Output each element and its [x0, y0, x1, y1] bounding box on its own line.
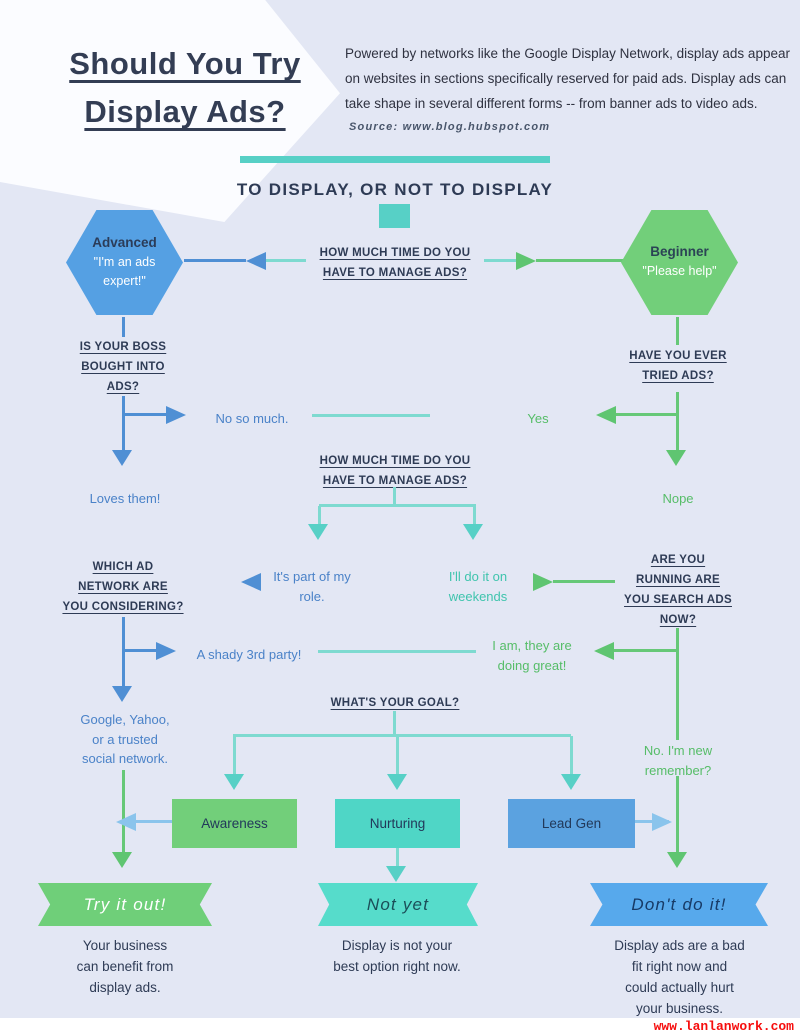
- hexagon-advanced-title: Advanced: [92, 235, 157, 251]
- question-time-mid: HOW MUCH TIME DO YOU HAVE TO MANAGE ADS?: [319, 455, 471, 488]
- arrow-down-icon: [224, 774, 244, 790]
- arrow-down-icon: [667, 852, 687, 868]
- arrow-right-icon: [166, 406, 186, 424]
- question-ad-network: WHICH AD NETWORK ARE YOU CONSIDERING?: [62, 561, 184, 614]
- answer-no-so-much: No so much.: [215, 411, 289, 426]
- connector-line: [396, 736, 399, 776]
- hexagon-advanced: Advanced "I'm an ads expert!": [66, 210, 183, 315]
- connector-line: [122, 413, 168, 416]
- question-goal: WHAT'S YOUR GOAL?: [330, 697, 460, 709]
- arrow-left-icon: [596, 406, 616, 424]
- connector-line: [233, 736, 236, 776]
- arrow-right-icon: [652, 813, 672, 831]
- arrow-left-icon: [594, 642, 614, 660]
- connector-line: [536, 259, 624, 262]
- outcome-dont: Display ads are a bad fit right now and …: [614, 938, 745, 1016]
- connector-line: [676, 317, 679, 345]
- arrow-down-icon: [112, 686, 132, 702]
- connector-line: [184, 259, 246, 262]
- connector-line: [122, 317, 125, 337]
- arrow-down-icon: [561, 774, 581, 790]
- hexagon-beginner-quote: "Please help": [642, 264, 717, 279]
- connector-line: [122, 396, 125, 452]
- connector-line: [553, 580, 615, 583]
- connector-line: [570, 736, 573, 776]
- connector-line: [393, 711, 396, 736]
- intro-text: Powered by networks like the Google Disp…: [345, 46, 790, 111]
- connector-line: [122, 649, 158, 652]
- arrow-right-icon: [533, 573, 553, 591]
- answer-google-yahoo: Google, Yahoo, or a trusted social netwo…: [80, 712, 170, 766]
- section-divider-bar: [240, 156, 550, 163]
- outcome-try: Your business can benefit from display a…: [76, 938, 174, 995]
- section-heading: TO DISPLAY, OR NOT TO DISPLAY: [236, 180, 554, 199]
- ribbon-not-yet: Not yet: [318, 883, 478, 926]
- connector-line: [266, 259, 306, 262]
- connector-line: [616, 413, 678, 416]
- node-leadgen: Lead Gen: [508, 799, 635, 848]
- connector-line: [676, 392, 679, 452]
- connector-line: [676, 776, 679, 854]
- connector-line: [122, 770, 125, 854]
- connector-line: [318, 506, 321, 526]
- answer-loves-them: Loves them!: [89, 491, 161, 506]
- hexagon-advanced-quote: "I'm an ads expert!": [93, 255, 156, 288]
- answer-weekends: I'll do it on weekends: [448, 569, 508, 604]
- arrow-down-icon: [112, 450, 132, 466]
- question-tried-ads: HAVE YOU EVER TRIED ADS?: [629, 350, 727, 383]
- arrow-down-icon: [386, 866, 406, 882]
- arrow-right-icon: [156, 642, 176, 660]
- outcome-not-yet: Display is not your best option right no…: [333, 938, 461, 974]
- arrow-left-icon: [241, 573, 261, 591]
- connector-line: [233, 734, 571, 737]
- connector-line: [312, 414, 430, 417]
- connector-line: [319, 504, 476, 507]
- connector-line: [473, 506, 476, 526]
- question-time-top: HOW MUCH TIME DO YOU HAVE TO MANAGE ADS?: [319, 247, 471, 280]
- arrow-right-icon: [516, 252, 536, 270]
- question-search-ads: ARE YOU RUNNING ARE YOU SEARCH ADS NOW?: [624, 554, 732, 627]
- connector-line: [396, 848, 399, 868]
- arrow-down-icon: [387, 774, 407, 790]
- arrow-left-icon: [116, 813, 136, 831]
- answer-part-of-role: It's part of my role.: [273, 569, 351, 604]
- ribbon-dont-do-it: Don't do it!: [590, 883, 768, 926]
- node-awareness: Awareness: [172, 799, 297, 848]
- arrow-down-icon: [666, 450, 686, 466]
- node-nurturing: Nurturing: [335, 799, 460, 848]
- arrow-down-icon: [112, 852, 132, 868]
- flow-start-square: [379, 204, 410, 228]
- arrow-down-icon: [308, 524, 328, 540]
- answer-doing-great: I am, they are doing great!: [492, 638, 572, 673]
- answer-shady-party: A shady 3rd party!: [196, 647, 302, 662]
- arrow-left-icon: [246, 252, 266, 270]
- watermark-bar: [0, 1018, 800, 1035]
- answer-im-new: No. I'm new remember?: [643, 743, 713, 778]
- arrow-down-icon: [463, 524, 483, 540]
- main-title: Should You Try Display Ads?: [69, 46, 301, 130]
- connector-line: [676, 628, 679, 740]
- connector-line: [614, 649, 678, 652]
- connector-line: [136, 820, 172, 823]
- connector-line: [393, 487, 396, 506]
- hexagon-beginner: Beginner "Please help": [621, 210, 738, 315]
- source-credit: Source: www.blog.hubspot.com: [349, 121, 551, 133]
- connector-line: [318, 650, 476, 653]
- answer-nope: Nope: [662, 491, 694, 506]
- connector-line: [122, 617, 125, 689]
- watermark-text: www.lanlanwork.com: [653, 1019, 794, 1034]
- hexagon-beginner-title: Beginner: [650, 244, 709, 260]
- ribbon-try-it-out: Try it out!: [38, 883, 212, 926]
- answer-yes: Yes: [527, 411, 549, 426]
- question-boss: IS YOUR BOSS BOUGHT INTO ADS?: [79, 341, 167, 394]
- connector-line: [484, 259, 516, 262]
